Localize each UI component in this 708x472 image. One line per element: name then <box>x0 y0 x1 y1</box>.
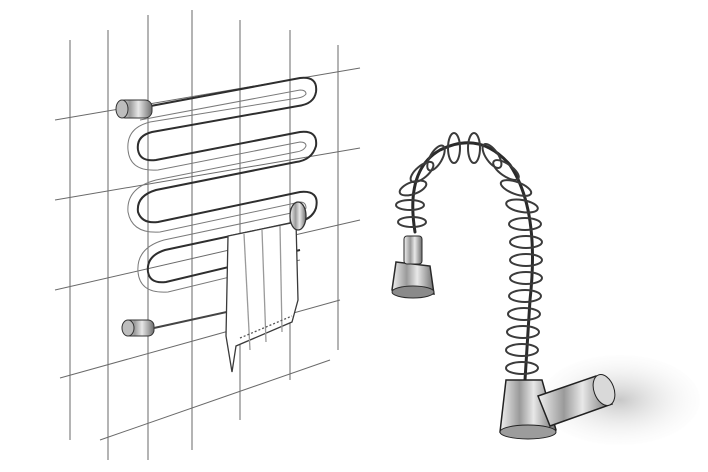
radiator-top-valve <box>115 99 153 119</box>
wall-tiles <box>54 10 361 460</box>
faucet-body <box>499 374 616 440</box>
faucet-shadow <box>540 355 700 445</box>
spring-faucet-neck <box>411 141 534 382</box>
faucet-nozzle <box>391 235 435 299</box>
spring-coils <box>395 132 543 375</box>
towel-radiator <box>127 76 318 293</box>
hanging-towel <box>225 201 307 373</box>
